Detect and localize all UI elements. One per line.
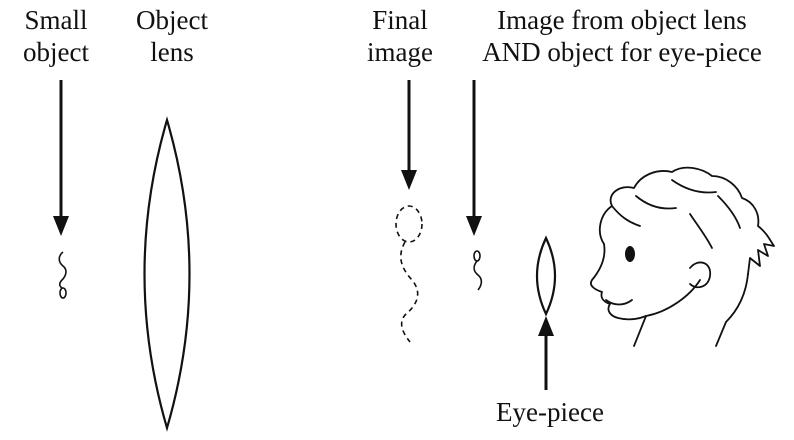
intermediate-image-label: Image from object lens AND object for ey…	[450, 4, 794, 68]
final-image-specimen	[395, 205, 423, 343]
observer-eye	[625, 246, 635, 262]
observer-head	[590, 166, 775, 347]
final-image-label-line-1: Final	[372, 5, 428, 35]
final-image-label-line-2: image	[367, 37, 433, 67]
eye-piece-label: Eye-piece	[496, 397, 604, 427]
intermediate-image-specimen	[473, 250, 483, 291]
small-object-label-line-2: object	[23, 37, 89, 67]
intermediate-image-label-line-2: AND object for eye-piece	[482, 37, 762, 67]
eye-piece-arrow	[538, 316, 554, 390]
final-image-arrow	[401, 80, 417, 190]
object-lens-label-line-2: lens	[150, 37, 194, 67]
object-lens-label-line-1: Object	[136, 5, 208, 35]
final-image-label: Final image	[350, 4, 450, 68]
object-lens	[143, 116, 191, 432]
intermediate-image-label-line-1: Image from object lens	[497, 5, 747, 35]
small-object-label-line-1: Small	[24, 5, 88, 35]
small-object-label: Small object	[6, 4, 106, 68]
small-object-arrow	[53, 80, 69, 236]
intermediate-image-arrow	[466, 80, 482, 236]
eye-piece-lens	[535, 235, 557, 317]
object-lens-label: Object lens	[112, 4, 232, 68]
small-object-specimen	[58, 251, 67, 299]
